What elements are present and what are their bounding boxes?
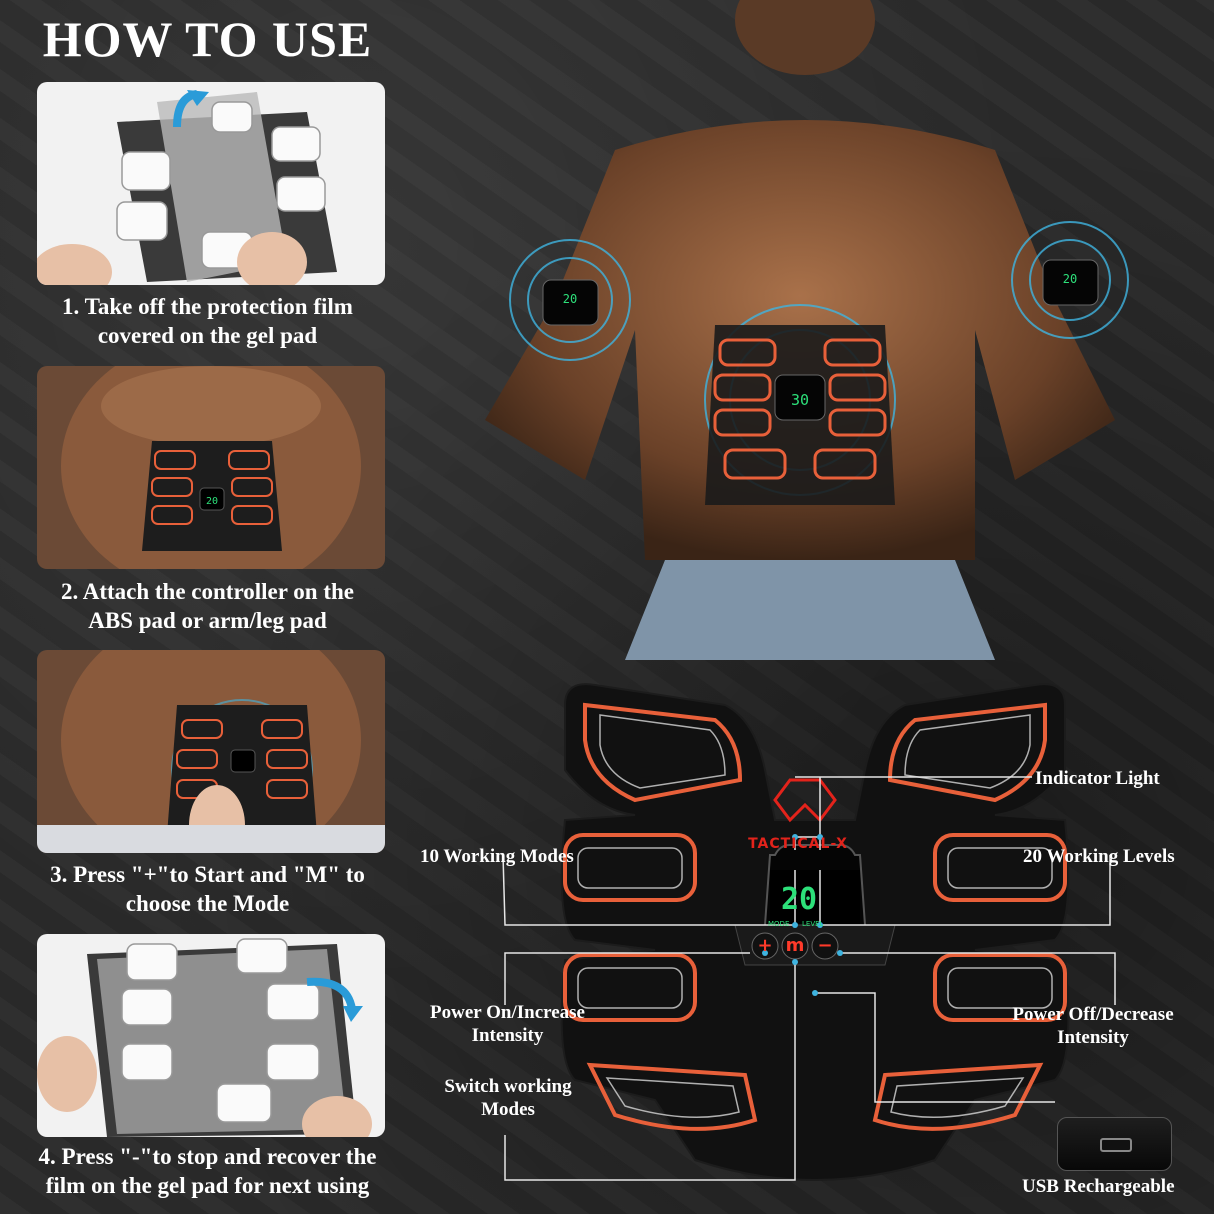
abs-pad-diagram bbox=[415, 660, 1214, 1214]
step-3-line-1: 3. Press "+"to Start and "M" to bbox=[50, 862, 365, 887]
step-3-line-2: choose the Mode bbox=[125, 891, 290, 916]
page-title: HOW TO USE bbox=[42, 11, 373, 67]
step-2-caption: 2. Attach the controller on the ABS pad … bbox=[0, 577, 415, 635]
callout-switch-modes-line-2: Modes bbox=[481, 1099, 535, 1120]
svg-text:30: 30 bbox=[791, 391, 809, 409]
minus-button[interactable]: − bbox=[817, 935, 833, 956]
step-4-line-2: film on the gel pad for next using bbox=[45, 1173, 370, 1198]
lcd-mode-caption: MODE bbox=[768, 920, 790, 928]
step-4-line-1: 4. Press "-"to stop and recover the bbox=[38, 1144, 377, 1169]
step-1-caption: 1. Take off the protection film covered … bbox=[0, 292, 415, 350]
brand-logo-text: TACTICAL-X bbox=[748, 836, 848, 852]
svg-text:20: 20 bbox=[563, 292, 577, 306]
plus-button[interactable]: + bbox=[757, 935, 773, 956]
svg-text:20: 20 bbox=[206, 496, 218, 507]
step-3-caption: 3. Press "+"to Start and "M" to choose t… bbox=[0, 860, 415, 918]
callout-switch-modes: Switch working Modes bbox=[428, 1075, 588, 1121]
step-1-image bbox=[37, 82, 385, 285]
hero-model-image: 30 20 20 bbox=[415, 0, 1214, 660]
svg-text:20: 20 bbox=[1063, 272, 1077, 286]
step-4-image bbox=[37, 934, 385, 1137]
callout-power-on: Power On/Increase Intensity bbox=[410, 1001, 605, 1047]
callout-usb-rechargeable: USB Rechargeable bbox=[1022, 1176, 1175, 1197]
step-4-caption: 4. Press "-"to stop and recover the film… bbox=[0, 1142, 415, 1200]
callout-working-modes: 10 Working Modes bbox=[420, 846, 574, 867]
step-2-line-1: 2. Attach the controller on the bbox=[60, 579, 354, 604]
lcd-level-caption: LEVEL bbox=[802, 920, 824, 928]
mode-button[interactable]: m bbox=[785, 935, 805, 956]
usb-port-icon bbox=[1100, 1138, 1132, 1152]
callout-power-on-line-2: Intensity bbox=[471, 1025, 544, 1046]
callout-working-levels: 20 Working Levels bbox=[1023, 846, 1175, 867]
step-1-line-1: 1. Take off the protection film bbox=[62, 294, 353, 319]
callout-switch-modes-line-1: Switch working bbox=[444, 1076, 572, 1097]
callout-power-off-line-1: Power Off/Decrease bbox=[1012, 1004, 1174, 1025]
step-2-image: 20 bbox=[37, 366, 385, 569]
step-3-image bbox=[37, 650, 385, 853]
step-2-line-2: ABS pad or arm/leg pad bbox=[88, 608, 327, 633]
callout-power-on-line-1: Power On/Increase bbox=[430, 1002, 585, 1023]
callout-power-off: Power Off/Decrease Intensity bbox=[993, 1003, 1193, 1049]
usb-port-module bbox=[1057, 1117, 1172, 1171]
callout-indicator-light: Indicator Light bbox=[1035, 768, 1160, 789]
lcd-display-value: 20 bbox=[780, 882, 818, 917]
step-1-line-2: covered on the gel pad bbox=[97, 323, 318, 348]
callout-power-off-line-2: Intensity bbox=[1057, 1027, 1129, 1048]
